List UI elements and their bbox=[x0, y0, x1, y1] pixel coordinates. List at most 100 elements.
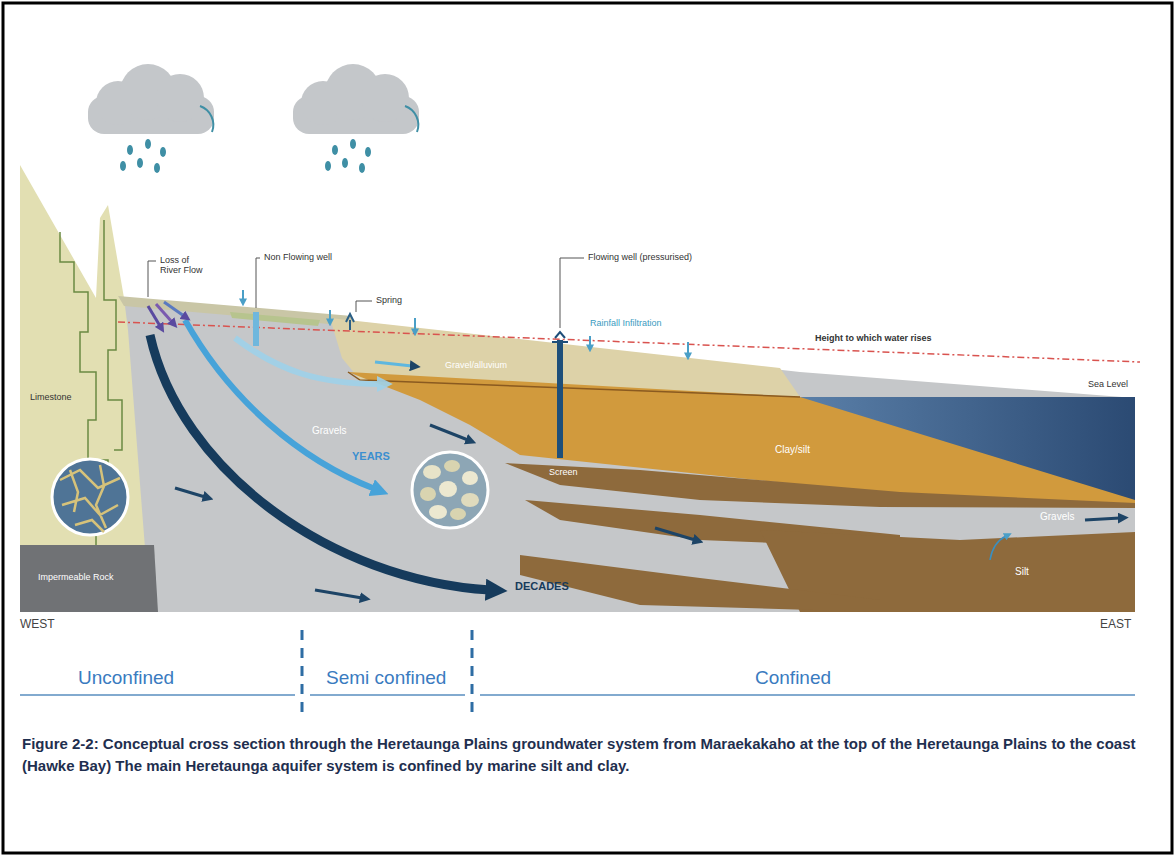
label-slot: Rainfall Infiltration bbox=[590, 318, 662, 328]
leader-line bbox=[256, 258, 260, 308]
wellhead bbox=[552, 332, 568, 342]
pebble bbox=[423, 465, 441, 479]
surface-soil bbox=[118, 296, 352, 326]
rain-drop bbox=[160, 147, 166, 157]
unit-label: Silt bbox=[1015, 566, 1029, 578]
pebble bbox=[444, 460, 460, 472]
label-slot: Impermeable Rock bbox=[38, 572, 114, 582]
sea bbox=[800, 397, 1135, 500]
infiltration-arrow bbox=[687, 342, 689, 354]
zone-label: Semi confined bbox=[326, 667, 446, 689]
label-slot: Loss of River Flow bbox=[160, 255, 212, 276]
label-slot: Sea Level bbox=[1088, 379, 1128, 389]
unit-label: Gravel/alluvium bbox=[445, 360, 507, 370]
rain-drop bbox=[120, 161, 126, 171]
rain-drop bbox=[342, 158, 348, 168]
rain-drop bbox=[325, 161, 331, 171]
years-flow-arrow bbox=[185, 320, 375, 489]
rain-drop bbox=[359, 163, 365, 173]
label-slot: Silt bbox=[1015, 566, 1029, 578]
zone-label: Unconfined bbox=[78, 667, 174, 689]
label-slot: Limestone bbox=[30, 392, 72, 402]
callout-label: Spring bbox=[376, 295, 402, 305]
pebble bbox=[461, 493, 479, 507]
label-slot: Non Flowing well bbox=[264, 252, 332, 262]
figure-caption: Figure 2-2: Conceptual cross section thr… bbox=[22, 733, 1147, 777]
callout-label: Loss of River Flow bbox=[160, 255, 212, 276]
cloud-outline bbox=[200, 106, 213, 132]
time-label: DECADES bbox=[515, 580, 569, 593]
layer-boundary bbox=[348, 372, 800, 397]
direction-label: EAST bbox=[1100, 618, 1131, 632]
flow-arrow bbox=[375, 362, 412, 366]
figure-frame bbox=[3, 3, 1172, 853]
leader-line bbox=[356, 301, 372, 312]
label-slot: Confined bbox=[755, 667, 831, 689]
cloud-outline bbox=[405, 106, 418, 132]
flow-arrow bbox=[315, 590, 362, 598]
label-slot: DECADES bbox=[515, 580, 569, 593]
label-slot: EAST bbox=[1100, 618, 1131, 632]
rain-drop bbox=[365, 147, 371, 157]
pebble bbox=[420, 487, 436, 501]
spring-symbol bbox=[346, 314, 354, 330]
non-flowing-well bbox=[253, 312, 259, 346]
label-slot: YEARS bbox=[352, 450, 390, 463]
leader-line bbox=[148, 261, 156, 297]
flow-arrow bbox=[1085, 518, 1120, 520]
infiltration-arrow bbox=[589, 336, 591, 346]
limestone-fractures bbox=[104, 220, 122, 450]
surface-vegetation bbox=[230, 312, 320, 326]
pebble bbox=[439, 481, 457, 497]
infiltration-arrow bbox=[242, 290, 244, 300]
caption-slot: Figure 2-2: Conceptual cross section thr… bbox=[22, 733, 1147, 777]
part-label: Screen bbox=[549, 467, 578, 477]
label-slot: Clay/silt bbox=[775, 444, 810, 456]
unit-label: Impermeable Rock bbox=[38, 572, 114, 582]
limestone-texture-inset bbox=[52, 459, 128, 535]
flow-arrow bbox=[430, 425, 468, 440]
label-slot: WEST bbox=[20, 618, 55, 632]
unit-label: Limestone bbox=[30, 392, 72, 402]
rain-drop bbox=[154, 163, 160, 173]
leader-line bbox=[560, 258, 584, 328]
inset-circle bbox=[412, 452, 488, 528]
rain-drop bbox=[332, 145, 338, 155]
rain-cloud bbox=[88, 64, 214, 173]
infiltration-arrow bbox=[329, 310, 331, 320]
label-slot: Unconfined bbox=[78, 667, 174, 689]
label-slot: Gravel/alluvium bbox=[445, 360, 507, 370]
impermeable-rock bbox=[20, 545, 158, 612]
rain-drop bbox=[350, 139, 356, 149]
callout-label: Flowing well (pressurised) bbox=[588, 252, 692, 262]
rain-drop bbox=[127, 145, 133, 155]
flow-arrow bbox=[990, 536, 1006, 560]
zone-divider bbox=[302, 630, 472, 718]
label-slot: Height to which water rises bbox=[815, 333, 932, 343]
fracture-pattern bbox=[60, 465, 120, 532]
flow-arrow bbox=[175, 488, 205, 497]
flow-arrow bbox=[655, 528, 695, 540]
flowing-well-casing bbox=[557, 340, 563, 458]
zone-label: Confined bbox=[755, 667, 831, 689]
gravel-aquifer bbox=[118, 298, 1135, 612]
river-loss-arrow bbox=[164, 302, 184, 316]
zone-underline bbox=[20, 694, 1135, 696]
silt-layer bbox=[505, 463, 1135, 508]
limestone-range bbox=[20, 165, 150, 612]
pebble bbox=[462, 471, 478, 485]
direction-label: WEST bbox=[20, 618, 55, 632]
line-label: Height to which water rises bbox=[815, 333, 932, 343]
label-slot: Spring bbox=[376, 295, 402, 305]
unit-label: Clay/silt bbox=[775, 444, 810, 456]
callout-label: Non Flowing well bbox=[264, 252, 332, 262]
silt-layer bbox=[520, 555, 880, 612]
pebble bbox=[429, 505, 447, 519]
pebble bbox=[450, 508, 466, 520]
cloud-puff bbox=[156, 74, 204, 122]
inset-circle bbox=[52, 459, 128, 535]
label-slot: Gravels bbox=[312, 425, 346, 437]
unit-label: Sea Level bbox=[1088, 379, 1128, 389]
gravel-texture-inset bbox=[412, 452, 488, 528]
